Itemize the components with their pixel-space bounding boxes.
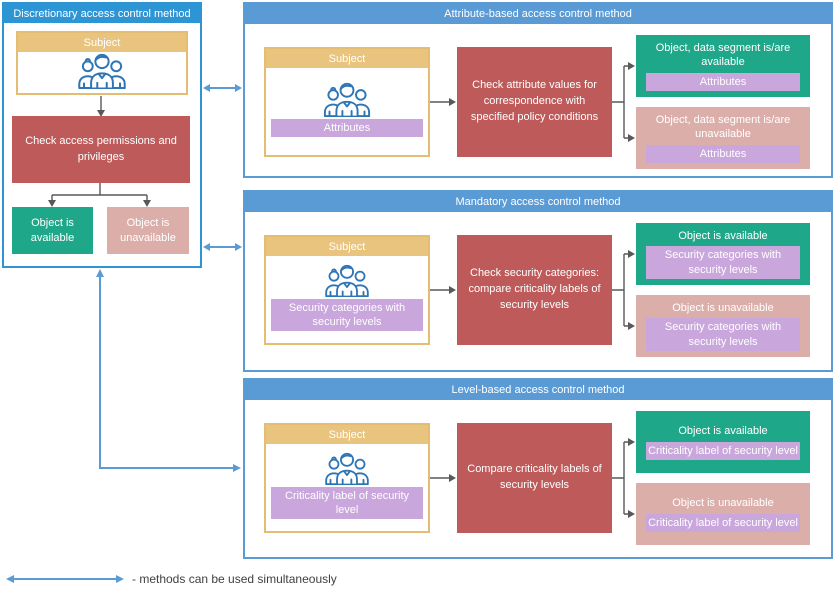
- outcome-available: Object is available: [12, 207, 93, 254]
- check-box: Check access permissions and privileges: [12, 116, 190, 183]
- outcome-unavailable-tag: Security categories with security levels: [646, 318, 800, 351]
- outcome-available-tag: Attributes: [646, 72, 800, 91]
- people-group-icon: [78, 53, 126, 89]
- outcome-available: Object, data segment is/are available At…: [636, 35, 810, 97]
- split-connector-check-to-outcomes: [612, 62, 635, 142]
- outcome-available-label: Object is available: [678, 425, 768, 438]
- outcome-unavailable-label: Object is unavailable: [672, 497, 774, 510]
- split-connector-check-to-outcomes: [48, 183, 151, 207]
- panel-title: Mandatory access control method: [245, 192, 831, 212]
- check-box: Compare criticality labels of security l…: [457, 423, 612, 533]
- double-arrow-discretionary-attribute: [203, 84, 242, 92]
- panel-mandatory: Mandatory access control method Subject: [243, 190, 833, 372]
- double-headed-arrow-icon: [6, 575, 124, 583]
- subject-label: Subject: [18, 33, 186, 52]
- outcome-unavailable: Object is unavailable: [107, 207, 189, 254]
- subject-body: [18, 52, 186, 93]
- subject-label: Subject: [266, 237, 428, 256]
- outcome-unavailable-label: Object is unavailable: [672, 302, 774, 315]
- legend-text: - methods can be used simultaneously: [132, 572, 337, 586]
- double-arrow-discretionary-level: [96, 269, 241, 472]
- outcome-unavailable-tag: Criticality label of security level: [646, 513, 800, 532]
- split-connector-check-to-outcomes: [612, 250, 635, 330]
- subject-box: Subject Security categories with se: [264, 235, 430, 345]
- subject-attribute-tag: Attributes: [271, 118, 423, 138]
- outcome-unavailable-label: Object, data segment is/are unavailable: [655, 114, 791, 141]
- outcome-unavailable: Object, data segment is/are unavailable …: [636, 107, 810, 169]
- arrow-subject-to-check: [430, 286, 456, 294]
- arrow-subject-to-check: [97, 96, 105, 117]
- double-arrow-discretionary-mandatory: [203, 243, 242, 251]
- outcome-available: Object is available Criticality label of…: [636, 411, 810, 473]
- check-box: Check security categories: compare criti…: [457, 235, 612, 345]
- panel-title: Level-based access control method: [245, 380, 831, 400]
- outcome-available-label: Object is available: [678, 230, 768, 243]
- outcome-available-tag: Security categories with security levels: [646, 246, 800, 279]
- subject-box: Subject Criticality label of securi: [264, 423, 430, 533]
- subject-body: Attributes: [266, 68, 428, 155]
- panel-discretionary: Discretionary access control method Subj…: [2, 2, 202, 268]
- panel-title: Attribute-based access control method: [245, 4, 831, 24]
- outcome-available-label: Object, data segment is/are available: [655, 42, 791, 69]
- outcome-unavailable-tag: Attributes: [646, 144, 800, 163]
- subject-label: Subject: [266, 49, 428, 68]
- subject-box: Subject: [16, 31, 188, 95]
- subject-label: Subject: [266, 425, 428, 444]
- subject-attribute-tag: Criticality label of security level: [271, 486, 423, 520]
- people-group-icon: [325, 264, 369, 297]
- people-group-icon: [323, 82, 371, 117]
- outcome-available-tag: Criticality label of security level: [646, 441, 800, 460]
- panel-title: Discretionary access control method: [4, 4, 200, 23]
- legend: - methods can be used simultaneously: [4, 572, 337, 586]
- panel-attribute: Attribute-based access control method Su…: [243, 2, 833, 178]
- outcome-unavailable: Object is unavailable Security categorie…: [636, 295, 810, 357]
- split-connector-check-to-outcomes: [612, 438, 635, 518]
- outcome-available: Object is available Security categories …: [636, 223, 810, 285]
- arrow-subject-to-check: [430, 474, 456, 482]
- subject-attribute-tag: Security categories with security levels: [271, 298, 423, 332]
- subject-body: Security categories with security levels: [266, 256, 428, 343]
- subject-box: Subject Attributes: [264, 47, 430, 157]
- outcome-unavailable: Object is unavailable Criticality label …: [636, 483, 810, 545]
- arrow-subject-to-check: [430, 98, 456, 106]
- panel-level: Level-based access control method Subjec…: [243, 378, 833, 559]
- subject-body: Criticality label of security level: [266, 444, 428, 531]
- check-box: Check attribute values for correspondenc…: [457, 47, 612, 157]
- people-group-icon: [325, 452, 369, 485]
